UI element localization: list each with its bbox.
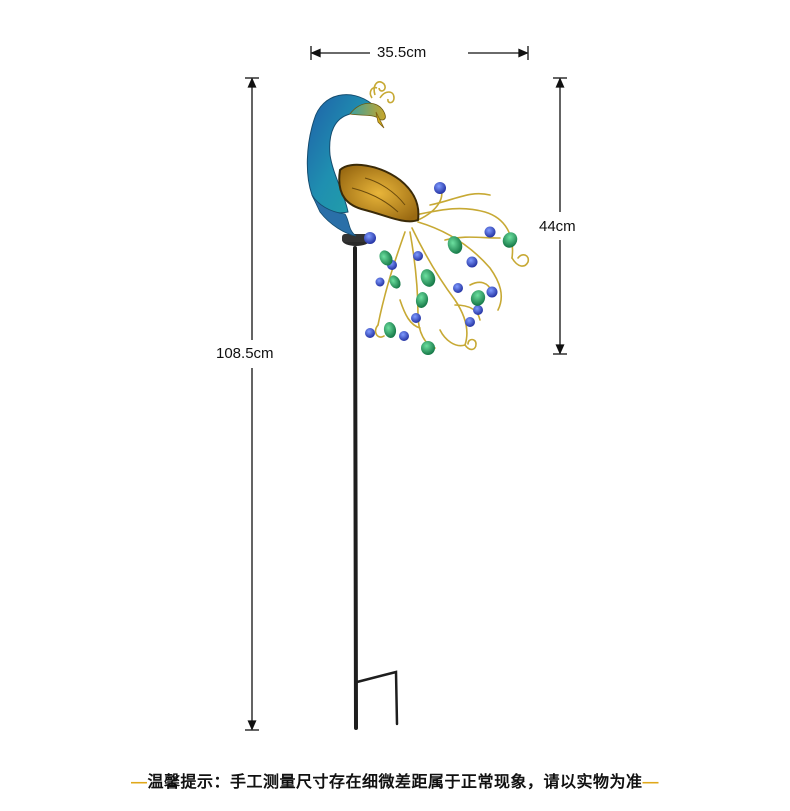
total-height-label: 108.5cm (216, 345, 274, 363)
notice-dash-left: — (130, 774, 148, 791)
measurement-notice: —温馨提示：手工测量尺寸存在细微差距属于正常现象，请以实物为准— (0, 768, 790, 792)
tail-gems (365, 182, 518, 355)
head-height-label: 44cm (539, 218, 576, 236)
head-height-dimension-line (553, 77, 567, 355)
notice-text: 温馨提示：手工测量尺寸存在细微差距属于正常现象，请以实物为准 (147, 774, 643, 791)
ground-stake (342, 234, 399, 730)
width-label: 35.5cm (371, 44, 433, 62)
peacock-body (306, 81, 420, 244)
width-dimension-line (310, 46, 529, 60)
total-height-dimension-line (245, 77, 259, 731)
notice-dash-right: — (642, 774, 659, 791)
